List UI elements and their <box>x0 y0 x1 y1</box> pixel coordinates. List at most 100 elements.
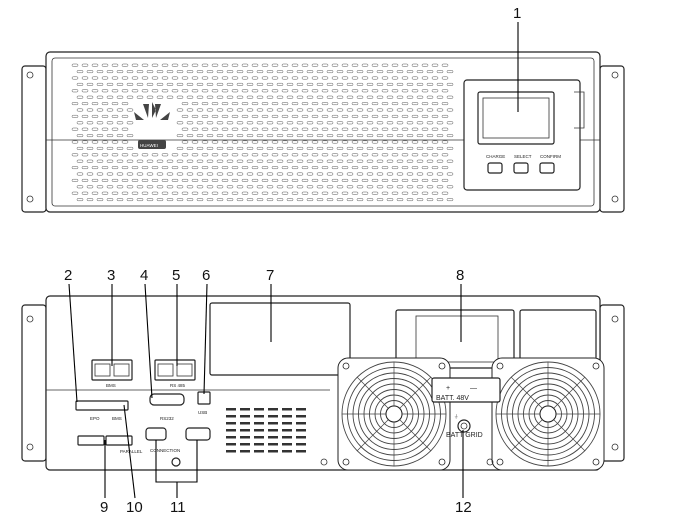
vent-hole <box>286 159 294 163</box>
vent-hole <box>86 146 94 150</box>
vent-hole <box>206 95 214 99</box>
vent-hole <box>316 185 324 189</box>
vent-hole <box>156 70 164 74</box>
vent-hole <box>361 140 369 144</box>
vent-hole <box>81 153 89 157</box>
vent-hole <box>226 159 234 163</box>
vent-hole <box>336 185 344 189</box>
vent-hole <box>76 172 84 176</box>
vent-hole <box>211 63 219 67</box>
vent-hole <box>331 114 339 118</box>
vent-slot <box>254 443 264 446</box>
vent-hole <box>386 198 394 202</box>
vent-hole <box>261 140 269 144</box>
vent-hole <box>121 127 129 131</box>
vent-hole <box>336 121 344 125</box>
vent-hole <box>226 95 234 99</box>
vent-hole <box>366 95 374 99</box>
vent-hole <box>431 114 439 118</box>
vent-hole <box>411 63 419 67</box>
vent-hole <box>236 198 244 202</box>
vent-hole <box>386 185 394 189</box>
vent-hole <box>266 146 274 150</box>
vent-hole <box>306 121 314 125</box>
vent-slot <box>254 436 264 439</box>
vent-hole <box>346 134 354 138</box>
vent-hole <box>211 114 219 118</box>
vent-hole <box>196 198 204 202</box>
vent-hole <box>131 166 139 170</box>
vent-hole <box>431 63 439 67</box>
vent-hole <box>146 70 154 74</box>
vent-hole <box>296 70 304 74</box>
vent-hole <box>141 153 149 157</box>
callout-6: 6 <box>202 267 210 284</box>
vent-hole <box>356 121 364 125</box>
confirm-button[interactable] <box>539 162 555 174</box>
vent-hole <box>396 185 404 189</box>
vent-hole <box>181 76 189 80</box>
vent-hole <box>111 63 119 67</box>
vent-hole <box>431 102 439 106</box>
vent-hole <box>216 121 224 125</box>
vent-hole <box>441 76 449 80</box>
vent-hole <box>286 95 294 99</box>
vent-hole <box>416 146 424 150</box>
vent-hole <box>401 178 409 182</box>
vent-hole <box>146 185 154 189</box>
vent-hole <box>191 127 199 131</box>
vent-hole <box>366 146 374 150</box>
vent-hole <box>426 172 434 176</box>
vent-hole <box>116 82 124 86</box>
vent-hole <box>406 121 414 125</box>
vent-hole <box>381 89 389 93</box>
vent-hole <box>226 146 234 150</box>
vent-hole <box>161 153 169 157</box>
vent-hole <box>236 82 244 86</box>
vent-hole <box>371 191 379 195</box>
vent-hole <box>141 63 149 67</box>
vent-hole <box>331 89 339 93</box>
select-button[interactable] <box>513 162 529 174</box>
vent-hole <box>326 121 334 125</box>
vent-hole <box>416 134 424 138</box>
vent-hole <box>101 153 109 157</box>
vent-hole <box>376 185 384 189</box>
callout-5: 5 <box>172 267 180 284</box>
vent-hole <box>436 198 444 202</box>
vent-hole <box>246 198 254 202</box>
vent-hole <box>216 185 224 189</box>
vent-hole <box>441 102 449 106</box>
vent-hole <box>236 172 244 176</box>
vent-hole <box>441 153 449 157</box>
vent-slot <box>268 436 278 439</box>
vent-hole <box>376 146 384 150</box>
vent-hole <box>216 95 224 99</box>
charge-button[interactable] <box>487 162 503 174</box>
vent-hole <box>411 153 419 157</box>
vent-hole <box>241 89 249 93</box>
vent-hole <box>291 63 299 67</box>
vent-hole <box>386 82 394 86</box>
vent-hole <box>91 89 99 93</box>
vent-hole <box>406 159 414 163</box>
front-left-rack-ear <box>21 65 47 213</box>
vent-hole <box>376 198 384 202</box>
vent-hole <box>91 153 99 157</box>
vent-hole <box>201 178 209 182</box>
vent-hole <box>271 178 279 182</box>
vent-hole <box>316 108 324 112</box>
port-label-epo: EPO <box>90 416 100 421</box>
vent-hole <box>246 82 254 86</box>
vent-hole <box>181 63 189 67</box>
vent-hole <box>311 76 319 80</box>
vent-hole <box>361 191 369 195</box>
vent-hole <box>251 153 259 157</box>
vent-hole <box>336 82 344 86</box>
vent-hole <box>351 191 359 195</box>
vent-hole <box>111 153 119 157</box>
button-label-charge: CHARGE <box>486 154 505 159</box>
vent-hole <box>191 102 199 106</box>
vent-hole <box>216 108 224 112</box>
vent-slot <box>226 443 236 446</box>
